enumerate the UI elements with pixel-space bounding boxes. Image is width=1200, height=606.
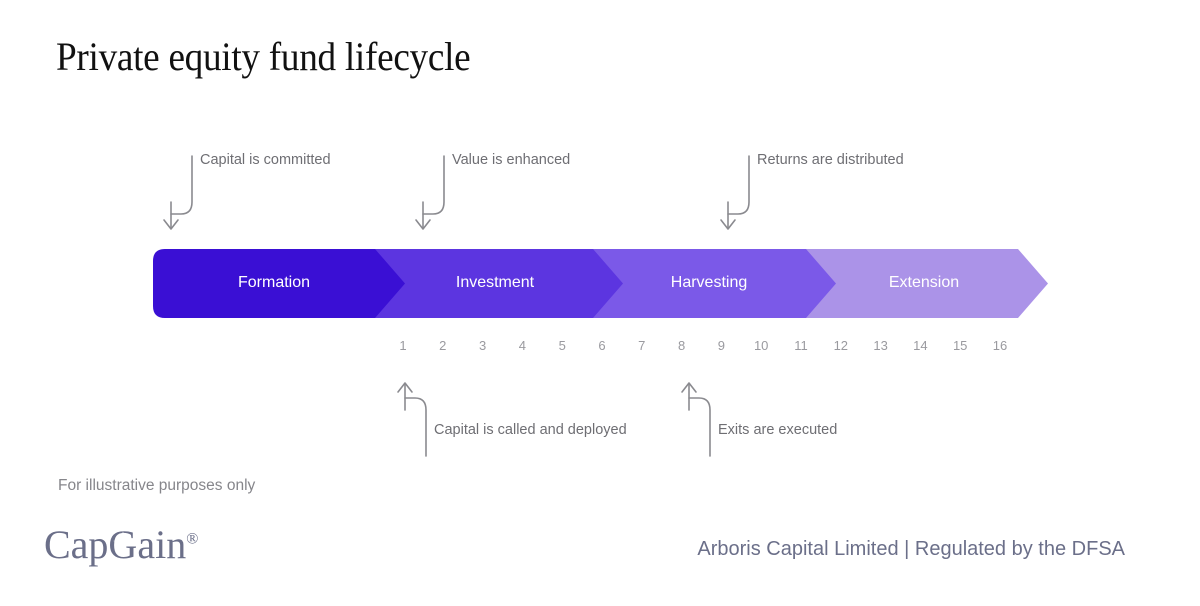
callout-top-1-label: Capital is committed [200, 152, 331, 168]
chevron-shapes [153, 249, 1048, 318]
down-arrow-icon [415, 155, 445, 230]
lifecycle-chevron-bar: Formation Investment Harvesting Extensio… [153, 249, 1048, 318]
callout-top-2-label: Value is enhanced [452, 152, 571, 168]
timeline-tick: 8 [677, 338, 686, 353]
timeline-tick: 11 [794, 338, 808, 353]
timeline-tick: 7 [638, 338, 646, 353]
timeline-tick: 1 [399, 338, 407, 353]
timeline-tick: 10 [753, 338, 769, 353]
up-arrow-icon [681, 382, 711, 457]
footer-regulatory-text: Arboris Capital Limited | Regulated by t… [697, 538, 1125, 560]
down-arrow-icon [720, 155, 750, 230]
disclaimer-text: For illustrative purposes only [58, 477, 256, 494]
timeline-tick: 12 [833, 338, 849, 353]
brand-logo: CapGain® [44, 522, 198, 568]
chevron-formation[interactable] [153, 249, 405, 318]
callout-bottom-2-label: Exits are executed [718, 422, 838, 438]
sparkle-icon [113, 531, 133, 551]
down-arrow-icon [163, 155, 193, 230]
page-title: Private equity fund lifecycle [56, 34, 471, 79]
timeline-tick: 9 [717, 338, 726, 353]
timeline-tick: 15 [952, 338, 968, 353]
chevron-investment[interactable] [341, 249, 623, 318]
timeline-tick: 14 [913, 338, 928, 353]
callout-top-3-label: Returns are distributed [757, 152, 904, 168]
registered-trademark-icon: ® [186, 530, 199, 548]
timeline-tick: 13 [873, 338, 888, 353]
brand-logo-text: CapGain [44, 522, 187, 567]
timeline-tick: 4 [518, 338, 527, 353]
chevron-harvesting[interactable] [553, 249, 836, 318]
timeline-tick: 2 [439, 338, 447, 353]
timeline-tick: 3 [478, 338, 487, 353]
chevron-extension[interactable] [765, 249, 1048, 318]
up-arrow-icon [397, 382, 427, 457]
callout-bottom-1-label: Capital is called and deployed [434, 422, 627, 438]
timeline-tick: 5 [558, 338, 566, 353]
timeline-tick: 16 [992, 338, 1008, 353]
timeline-tick: 6 [598, 338, 606, 353]
